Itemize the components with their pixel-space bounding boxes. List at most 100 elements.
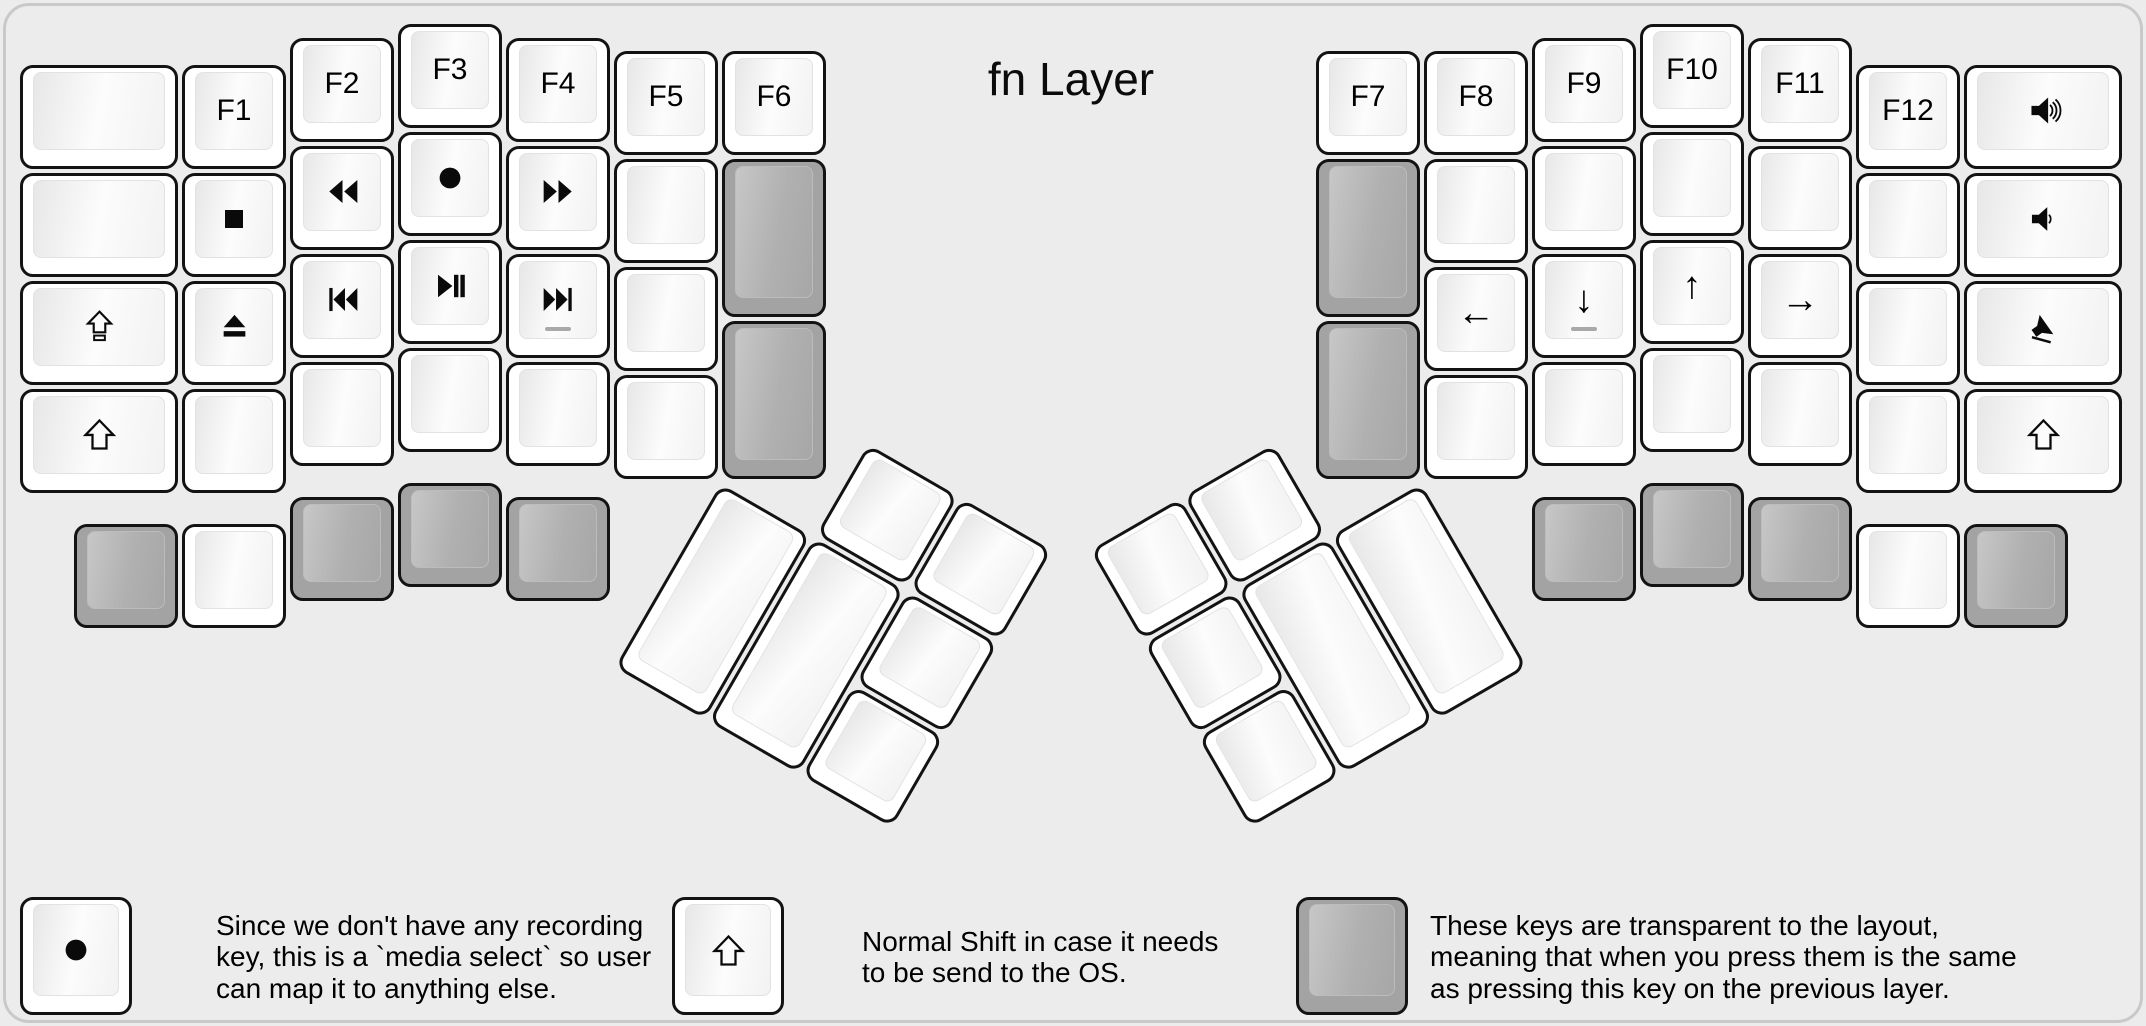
- key-label: F11: [1775, 66, 1825, 100]
- homing-bar: [545, 326, 571, 331]
- key-arrow-down[interactable]: ↓: [1532, 253, 1636, 358]
- key-blank[interactable]: [1316, 159, 1420, 317]
- key-f6[interactable]: F6: [722, 51, 826, 155]
- key-blank[interactable]: [182, 523, 286, 628]
- keycap-top: [735, 328, 813, 460]
- keycap-top: [411, 247, 489, 325]
- key-blank[interactable]: [20, 172, 178, 277]
- key-blank[interactable]: [1532, 145, 1636, 250]
- key-blank[interactable]: [290, 361, 394, 466]
- key-play-pause[interactable]: [398, 240, 502, 344]
- key-eject[interactable]: [182, 280, 286, 385]
- key-blank[interactable]: [506, 496, 610, 601]
- key-label: F9: [1566, 66, 1602, 100]
- arrow-right-icon: →: [1781, 278, 1819, 321]
- key-blank[interactable]: [398, 483, 502, 587]
- key-blank[interactable]: [614, 375, 718, 479]
- legend-note-line: Since we don't have any recording: [216, 909, 644, 941]
- key-blank[interactable]: [1856, 280, 1960, 385]
- key-shift[interactable]: [1964, 388, 2122, 493]
- key-blank[interactable]: [1964, 523, 2068, 628]
- page-title: fn Layer: [987, 53, 1155, 105]
- key-arrow-right[interactable]: →: [1748, 253, 1852, 358]
- keycap-top: ↑: [1653, 247, 1731, 325]
- key-blank[interactable]: [1424, 375, 1528, 479]
- key-stop[interactable]: [182, 172, 286, 277]
- key-blank[interactable]: [1316, 321, 1420, 479]
- key-blank[interactable]: [1640, 483, 1744, 587]
- key-f3[interactable]: F3: [398, 24, 502, 128]
- keycap-top: [195, 395, 273, 474]
- keycap-top: F11: [1761, 44, 1839, 123]
- keycap-top: →: [1761, 260, 1839, 339]
- key-f11[interactable]: F11: [1748, 37, 1852, 142]
- key-volume-down[interactable]: [1964, 172, 2122, 277]
- key-blank[interactable]: [1748, 361, 1852, 466]
- key-caps-lock[interactable]: [20, 280, 178, 385]
- key-label: F6: [756, 80, 792, 113]
- key-blank[interactable]: [20, 64, 178, 169]
- key-volume-up[interactable]: [1964, 64, 2122, 169]
- record-icon: [434, 162, 466, 194]
- key-label: F3: [432, 53, 468, 86]
- keycap-top: [1653, 139, 1731, 217]
- key-f4[interactable]: F4: [506, 37, 610, 142]
- key-f7[interactable]: F7: [1316, 51, 1420, 155]
- key-prev-track[interactable]: [290, 253, 394, 358]
- key-blank[interactable]: [74, 523, 178, 628]
- keycap-top: [33, 904, 119, 996]
- key-record[interactable]: [398, 132, 502, 236]
- key-blank[interactable]: [506, 361, 610, 466]
- key-blank[interactable]: [1640, 348, 1744, 452]
- key-f2[interactable]: F2: [290, 37, 394, 142]
- key-arrow-left[interactable]: ←: [1424, 267, 1528, 371]
- key-next-track[interactable]: [506, 253, 610, 358]
- legend-note-line: as pressing this key on the previous lay…: [1430, 972, 1950, 1004]
- key-f5[interactable]: F5: [614, 51, 718, 155]
- key-blank[interactable]: [614, 267, 718, 371]
- keycap-top: F1: [195, 71, 273, 150]
- key-blank[interactable]: [1856, 523, 1960, 628]
- keycap-top: [519, 368, 597, 447]
- key-blank[interactable]: [398, 348, 502, 452]
- legend-sample-key: [672, 897, 784, 1015]
- keycap-top: F9: [1545, 44, 1623, 123]
- key-f12[interactable]: F12: [1856, 64, 1960, 169]
- key-shift[interactable]: [20, 388, 178, 493]
- key-arrow-up[interactable]: ↑: [1640, 240, 1744, 344]
- keycap-top: [303, 368, 381, 447]
- keycap-top: [303, 152, 381, 231]
- fast-forward-icon: [542, 175, 575, 208]
- key-blank[interactable]: [182, 388, 286, 493]
- key-blank[interactable]: [1856, 172, 1960, 277]
- key-blank[interactable]: [614, 159, 718, 263]
- key-rewind[interactable]: [290, 145, 394, 250]
- key-blank[interactable]: [290, 496, 394, 601]
- key-blank[interactable]: [1532, 361, 1636, 466]
- key-blank[interactable]: [1748, 496, 1852, 601]
- key-fast-forward[interactable]: [506, 145, 610, 250]
- legend-sample-key: [20, 897, 132, 1015]
- key-f8[interactable]: F8: [1424, 51, 1528, 155]
- key-label: F1: [216, 93, 252, 127]
- legend-note-line: meaning that when you press them is the …: [1430, 941, 2017, 973]
- keycap-top: [519, 503, 597, 582]
- keycap-top: F5: [627, 58, 705, 136]
- key-blank[interactable]: [722, 159, 826, 317]
- next-track-icon: [542, 283, 575, 316]
- keycap-top: [1329, 166, 1407, 298]
- key-blank[interactable]: [1424, 159, 1528, 263]
- key-blank[interactable]: [1532, 496, 1636, 601]
- key-blank[interactable]: [1640, 132, 1744, 236]
- key-volume-mute[interactable]: [1964, 280, 2122, 385]
- key-blank[interactable]: [1856, 388, 1960, 493]
- key-f9[interactable]: F9: [1532, 37, 1636, 142]
- key-blank[interactable]: [722, 321, 826, 479]
- key-f10[interactable]: F10: [1640, 24, 1744, 128]
- keycap-top: [411, 139, 489, 217]
- key-label: F10: [1666, 53, 1718, 86]
- key-blank[interactable]: [1748, 145, 1852, 250]
- keycap-top: [1977, 395, 2109, 474]
- key-f1[interactable]: F1: [182, 64, 286, 169]
